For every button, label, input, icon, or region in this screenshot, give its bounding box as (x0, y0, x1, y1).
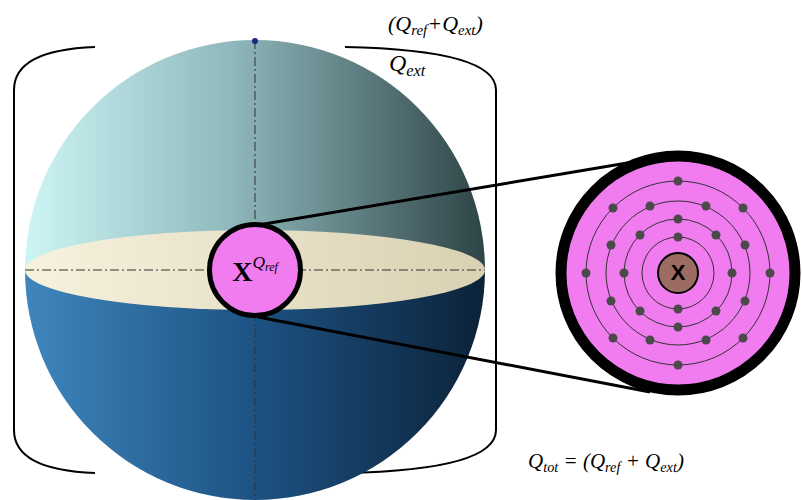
ion-circle: XQref (207, 222, 303, 318)
node-text: X (671, 262, 686, 284)
charge-label: (Qref+Qext) (388, 12, 483, 39)
zoom-circle (561, 156, 795, 390)
subscript: ref (411, 22, 427, 38)
node-text: XQref (232, 254, 277, 286)
pole-dot (252, 38, 258, 44)
electrons (582, 177, 775, 370)
nucleus-circle: X (657, 252, 699, 294)
electron-shells (586, 181, 770, 365)
charge-label: Qext (389, 50, 425, 80)
superscript: Qref (253, 253, 278, 272)
subscript: ext (458, 22, 475, 38)
subscript: ref (605, 459, 620, 475)
charge-label: Qtot = (Qref + Qext) (528, 450, 684, 476)
subscript: ext (660, 459, 677, 475)
subscript: tot (543, 459, 558, 475)
subscript: ext (406, 61, 425, 80)
subscript: ref (265, 260, 278, 274)
